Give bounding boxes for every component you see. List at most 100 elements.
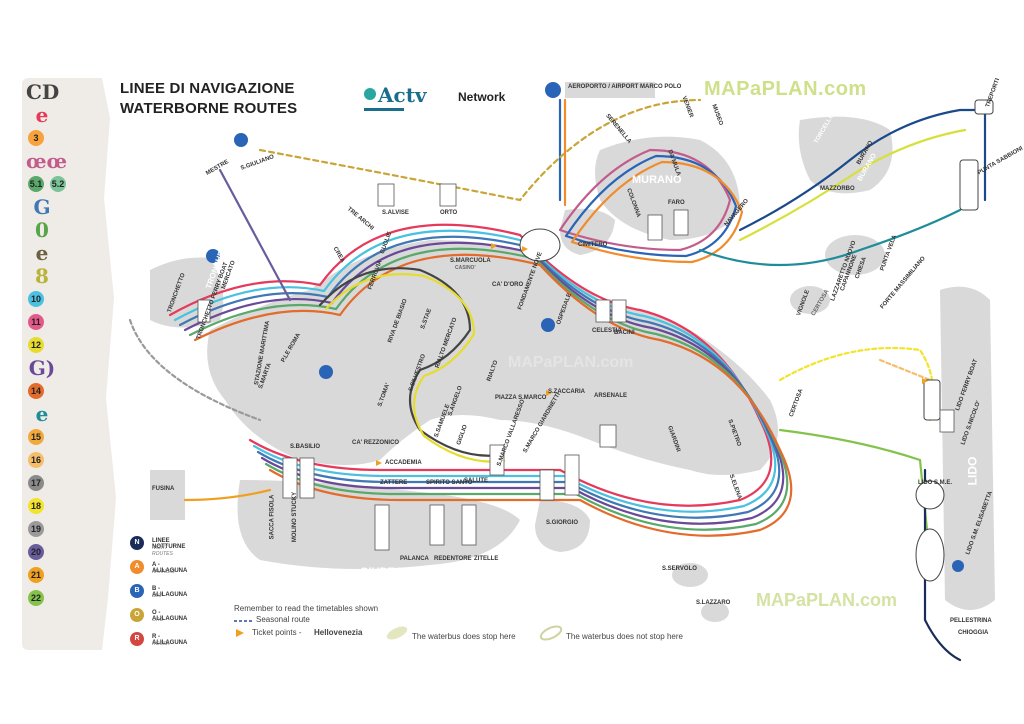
key-item-label: O - ALILAGUNA (152, 610, 188, 622)
page-title: LINEE DI NAVIGAZIONE (120, 80, 295, 97)
legend-line-5: 5.2 (50, 176, 66, 192)
legend-line-12: 12 (28, 337, 44, 353)
key-item-sub: ROSSA (152, 641, 170, 647)
stop-markers (197, 183, 955, 551)
parking-icon-tronchetto (206, 249, 220, 263)
key-item-label: B - ALILAGUNA (152, 586, 188, 598)
stop-label: SACCA FISOLA (269, 494, 276, 540)
legend-line-8: e (35, 241, 49, 265)
stop-label: FUSINA (152, 486, 175, 492)
legend-line-19: 18 (28, 498, 44, 514)
legend-line-14: 14 (28, 383, 44, 399)
ticket-point-label: Ticket points - (252, 628, 302, 637)
legend-line-2: 3 (28, 130, 44, 146)
land (150, 116, 995, 622)
page-subtitle: WATERBORNE ROUTES (120, 100, 298, 117)
no-stop-icon (539, 625, 563, 641)
key-item-icon: N (130, 536, 144, 550)
stop-label: LIDO S.M.E. (918, 480, 953, 486)
legend-line-20: 19 (28, 521, 44, 537)
stop-label: PIAZZA S.MARCO (495, 395, 547, 401)
terminals (519, 99, 994, 582)
stop-label: ARSENALE (594, 393, 628, 399)
stop-label: S.MARCUOLA (450, 258, 491, 264)
stop-label: ACCADEMIA (385, 460, 422, 466)
network-label: Network (458, 90, 506, 104)
area-label-lido: LIDO (965, 456, 980, 486)
watermark-mid: MAPaPLAN.com (508, 354, 634, 371)
ticket-point-markers (376, 243, 928, 466)
stop-here-icon (386, 626, 408, 640)
legend-line-9: 8 (35, 264, 49, 288)
legend-line-18: 17 (28, 475, 44, 491)
key-item-sub: BLU (152, 593, 162, 599)
key-item-icon: R (130, 632, 144, 646)
legend-line-16: 15 (28, 429, 44, 445)
legend-line-4: 5.1 (28, 176, 44, 192)
stop-label: MAZZORBO (820, 186, 855, 192)
stop-label: CA' REZZONICO (352, 440, 400, 446)
legend-line-1: e (35, 103, 49, 127)
stop-label: CASINO' (455, 265, 476, 271)
bus-icon (952, 560, 964, 572)
key-item-icon: B (130, 584, 144, 598)
seasonal-route-icon (234, 620, 252, 622)
route-map (128, 82, 995, 662)
legend-line-11: 11 (28, 314, 44, 330)
stop-label: ZITELLE (474, 556, 499, 562)
stop-label: CA' D'ORO (492, 282, 524, 288)
stop-label: FARO (668, 200, 685, 206)
key-item-label: R - ALILAGUNA (152, 634, 188, 646)
legend-line-17: 16 (28, 452, 44, 468)
legend-line-0: CD (26, 80, 60, 104)
legend-line-22: 21 (28, 567, 44, 583)
legend-line-3: œœ (26, 149, 68, 173)
stop-label: MOLINO STUCKY (292, 491, 299, 543)
legend-fold (102, 78, 116, 650)
stop-label: CELESTIA (592, 328, 622, 334)
stop-label: SPIRITO SANTO (426, 480, 473, 486)
stop-label: CIMITERO (578, 242, 608, 248)
stop-label: PELLESTRINA (950, 618, 992, 624)
legend-line-6: G (33, 195, 51, 219)
key-item-label: LINEE NOTTURNE (152, 538, 186, 550)
watermark-top: MAPaPLAN.com (704, 78, 867, 100)
watermark-low: MAPaPLAN.com (756, 590, 898, 610)
stop-label: ORTO (440, 210, 458, 216)
route-bands (128, 98, 987, 662)
timetable-reminder: Remember to read the timetables shown (234, 604, 379, 613)
stop-here-label: The waterbus does stop here (412, 632, 516, 641)
stop-label: PALANCA (400, 556, 429, 562)
stop-label: ZATTERE (380, 480, 408, 486)
key-item-sub: NIGHT ROUTES (152, 545, 173, 557)
key-item-sub: ORO (152, 617, 164, 623)
stop-label: S.GIORGIO (546, 520, 579, 526)
key-item-label: A - ALILAGUNA (152, 562, 188, 574)
stop-label: REDENTORE (434, 556, 472, 562)
legend-line-7: 0 (35, 218, 49, 242)
ticket-point-icon (236, 629, 244, 637)
key-item-sub: ARANCIO (152, 569, 175, 575)
legend-line-15: e (35, 402, 49, 426)
stop-label: S.LAZZARO (696, 600, 731, 606)
legend-line-10: 10 (28, 291, 44, 307)
parking-icon-roma (319, 365, 333, 379)
stop-label: CHIOGGIA (958, 630, 989, 636)
key-item-icon: A (130, 560, 144, 574)
no-stop-label: The waterbus does not stop here (566, 632, 683, 641)
ticket-brand: Hellovenezia (314, 628, 363, 637)
actv-logo: Actv (364, 83, 428, 111)
seasonal-route-label: Seasonal route (256, 615, 310, 624)
stop-label: S.BASILIO (290, 444, 321, 450)
legend-line-13: G) (28, 356, 56, 380)
key-item-icon: O (130, 608, 144, 622)
stop-label: AEROPORTO / AIRPORT MARCO POLO (568, 84, 682, 90)
stop-label: S.SERVOLO (662, 566, 697, 572)
stop-label: BACINI (614, 330, 635, 336)
legend-line-23: 22 (28, 590, 44, 606)
airport-icon (545, 82, 561, 98)
hospital-icon (541, 318, 555, 332)
parking-icon (234, 133, 248, 147)
